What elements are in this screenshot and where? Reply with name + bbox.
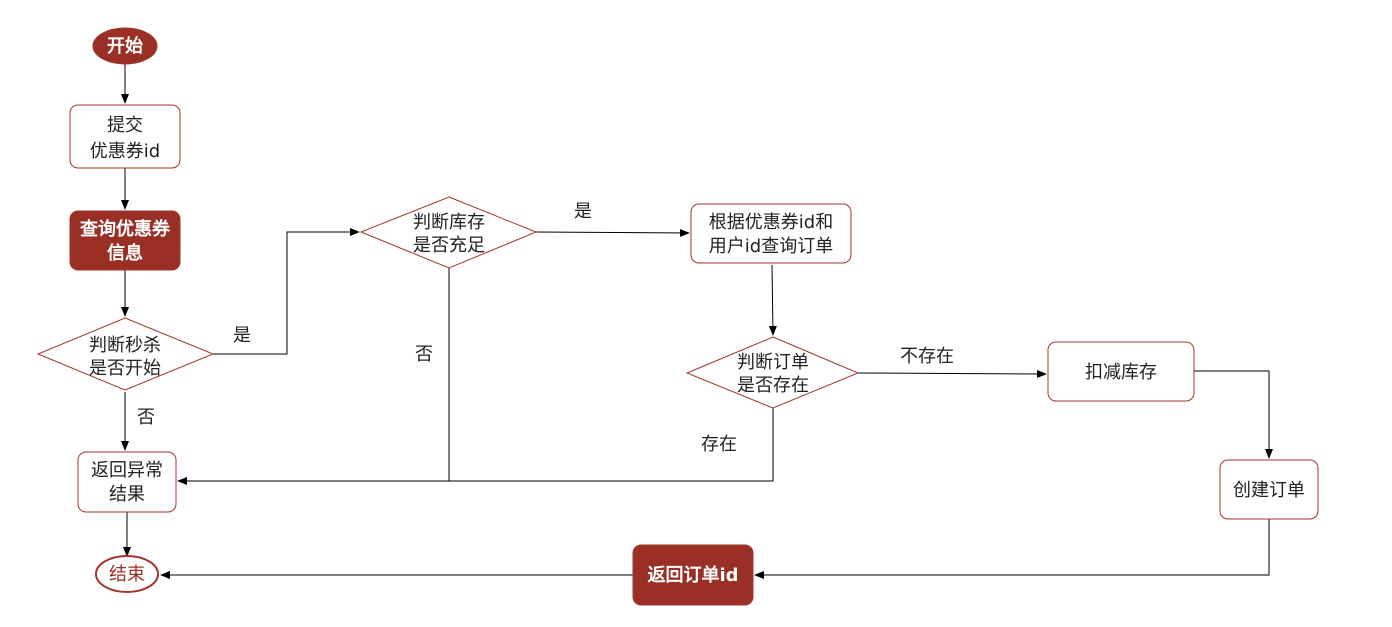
edge-label-order-exist: 存在: [701, 434, 737, 455]
edge-deduct-stock-create-order: [1194, 370, 1273, 459]
node-query-order-line-1: 根据优惠券id和: [709, 212, 833, 233]
node-check-order: 判断订单 是否存在: [685, 336, 860, 409]
edge-query-order-check-order: [768, 264, 777, 336]
node-submit-line-2: 优惠券id: [90, 141, 160, 162]
edge-label-seckill-no: 否: [137, 407, 155, 428]
node-create-order-label: 创建订单: [1233, 480, 1305, 501]
edge-check-seckill-check-stock: [213, 228, 360, 355]
node-create-order: 创建订单: [1219, 459, 1319, 520]
node-query-coupon: 查询优惠券 信息: [69, 210, 181, 271]
node-deduct-stock-label: 扣减库存: [1085, 362, 1157, 383]
node-start: 开始: [92, 27, 158, 65]
node-end: 结束: [95, 555, 159, 593]
node-return-error-line-2: 结果: [109, 484, 145, 505]
node-check-stock-line-1: 判断库存: [413, 212, 485, 233]
node-submit-line-1: 提交: [107, 115, 143, 136]
node-query-coupon-line-2: 信息: [107, 242, 143, 264]
node-check-stock: 判断库存 是否充足: [359, 196, 538, 269]
edge-create-order-return-order-id: [754, 519, 1270, 579]
node-return-error: 返回异常 结果: [77, 451, 177, 513]
node-query-order-line-2: 用户id查询订单: [709, 236, 833, 257]
node-deduct-stock: 扣减库存: [1047, 341, 1195, 402]
node-return-error-line-1: 返回异常: [91, 460, 163, 481]
node-check-seckill-line-2: 是否开始: [89, 358, 161, 379]
node-check-seckill: 判断秒杀 是否开始: [36, 317, 215, 391]
node-check-order-line-1: 判断订单: [737, 352, 809, 373]
node-return-order-id-label: 返回订单id: [647, 564, 738, 586]
edge-check-order-deduct-stock: [857, 369, 1047, 378]
edge-check-order-return-error: [449, 408, 774, 482]
node-end-label: 结束: [109, 564, 145, 585]
node-start-label: 开始: [107, 35, 143, 57]
node-query-order: 根据优惠券id和 用户id查询订单: [690, 203, 852, 264]
node-query-coupon-line-1: 查询优惠券: [80, 218, 171, 240]
node-check-stock-line-2: 是否充足: [413, 235, 485, 256]
edge-label-seckill-yes: 是: [233, 325, 251, 346]
node-return-order-id: 返回订单id: [632, 544, 754, 606]
edge-label-stock-yes: 是: [574, 201, 592, 222]
edge-check-stock-query-order: [535, 228, 690, 237]
edge-label-stock-no: 否: [415, 344, 433, 365]
node-submit: 提交 优惠券id: [69, 104, 181, 169]
node-check-seckill-line-1: 判断秒杀: [89, 335, 161, 356]
edge-check-stock-return-error: [177, 268, 450, 485]
node-check-order-line-2: 是否存在: [737, 375, 809, 396]
edge-label-order-not-exist: 不存在: [900, 346, 954, 367]
